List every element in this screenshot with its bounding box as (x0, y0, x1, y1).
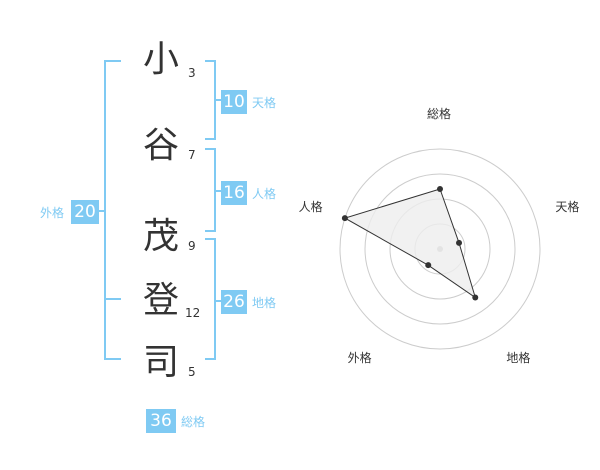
radar-axis-label: 人格 (298, 200, 323, 215)
tenkaku-value-badge: 10 (221, 90, 247, 114)
jinkaku-value-badge: 16 (221, 181, 247, 205)
radar-axis-label: 外格 (347, 351, 372, 366)
chikaku-value-badge: 26 (221, 290, 247, 314)
radar-axis-label: 地格 (506, 351, 531, 366)
radar-axis-label: 総格 (427, 107, 452, 121)
stroke-count-2: 7 (188, 148, 196, 162)
radar-series-polygon (343, 188, 477, 299)
radar-point (437, 186, 443, 192)
name-char-2: 谷 (143, 125, 180, 166)
radar-point (456, 239, 463, 246)
gaikaku-value-badge: 20 (71, 200, 99, 224)
radar-point (425, 262, 432, 269)
name-char-3: 茂 (143, 216, 180, 257)
soukaku-label: 総格 (181, 415, 206, 429)
soukaku-value-badge: 36 (146, 409, 176, 433)
radar-point (341, 215, 348, 222)
stroke-count-5: 5 (188, 365, 196, 379)
name-char-4: 登 (143, 280, 180, 321)
gaikaku-label: 外格 (40, 206, 65, 220)
name-char-1: 小 (143, 39, 180, 80)
chikaku-label: 地格 (252, 296, 277, 310)
name-char-5: 司 (143, 342, 180, 383)
stroke-count-1: 3 (188, 66, 196, 80)
stroke-count-4: 12 (185, 306, 201, 320)
jinkaku-label: 人格 (252, 187, 277, 201)
radar-ring (339, 148, 541, 350)
radar-axis-label: 天格 (555, 200, 580, 215)
tenkaku-label: 天格 (252, 96, 277, 110)
radar-ring (364, 173, 516, 325)
radar-point (472, 294, 479, 301)
stroke-count-3: 9 (188, 239, 196, 253)
chikaku-bracket (205, 238, 216, 360)
